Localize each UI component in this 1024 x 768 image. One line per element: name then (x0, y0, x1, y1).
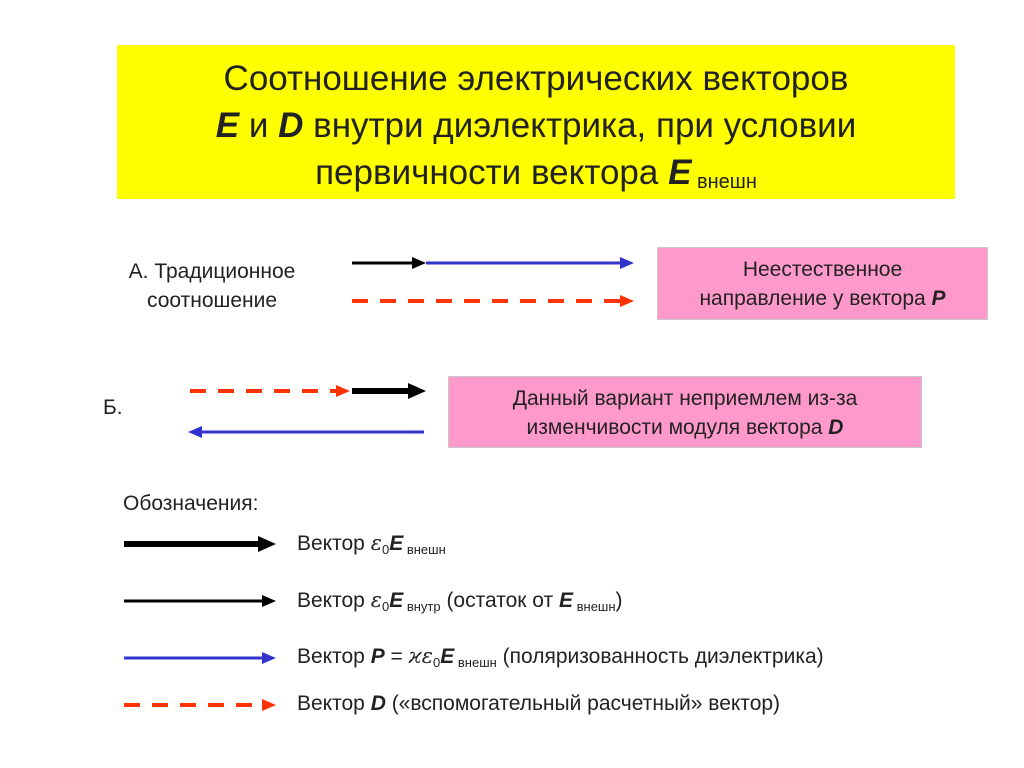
legend-item-3-eps: ε (421, 644, 434, 668)
section-b-note-line-2: изменчивости модуля вектора D (449, 413, 921, 442)
legend-arrow-p (124, 652, 276, 664)
title-line-2-rest: внутри диэлектрика, при условии (303, 106, 857, 145)
section-a-note-line-2: направление у вектора P (658, 284, 987, 313)
legend-item-2-suffix-e: E (558, 589, 573, 612)
section-a-p-arrow (426, 257, 634, 269)
legend-item-3-kappa: ϰ (408, 644, 422, 668)
section-b-p-arrow (188, 426, 424, 438)
legend-item-3-suffix: (поляризованность диэлектрика) (496, 645, 824, 668)
section-b-d-arrow (190, 385, 350, 397)
legend-arrow-d (124, 699, 276, 711)
legend-item-d: Вектор D («вспомогательный расчетный» ве… (297, 690, 780, 718)
legend-item-2-suffix-a: (остаток от (440, 589, 559, 612)
section-a-label: А. Традиционное соотношение (107, 257, 317, 315)
legend-item-1-eps: ε (370, 531, 382, 555)
legend-item-3-sub: внешн (454, 655, 497, 670)
title-line-1: Соотношение электрических векторов (223, 59, 849, 98)
legend-item-4-prefix: Вектор (297, 692, 371, 715)
legend-item-e-internal: Вектор ε0E внутр (остаток от E внешн) (297, 586, 623, 617)
title-e-symbol: E (215, 106, 240, 145)
legend-item-4-d: D (370, 692, 386, 715)
legend-item-3-e: E (440, 645, 455, 668)
legend-arrow-e-external (124, 536, 276, 552)
section-b-note-line-2-text: изменчивости модуля вектора (526, 416, 829, 439)
title-line-3-e: E (668, 153, 692, 192)
legend-item-3-eps-sub: 0 (433, 655, 441, 670)
section-a-note-line-1: Неестественное (742, 258, 903, 281)
section-b-label: Б. (103, 396, 123, 419)
section-b-note-line-1: Данный вариант неприемлем из-за (512, 387, 858, 410)
legend-item-2-suffix-sub: внешн (573, 599, 616, 614)
title-line-3: первичности вектора E внешн (117, 149, 955, 202)
legend-heading: Обозначения: (123, 492, 259, 515)
legend-item-1-prefix: Вектор (297, 532, 371, 555)
legend-item-2-sub: внутр (403, 599, 441, 614)
section-a-d-arrow (352, 295, 634, 307)
section-a-note-line-2-text: направление у вектора (699, 287, 932, 310)
legend-item-2-prefix: Вектор (297, 589, 371, 612)
section-a-note: Неестественное направление у вектора P (657, 247, 988, 320)
legend-item-p: Вектор P = ϰε0E внешн (поляризованность … (297, 642, 824, 673)
section-a-label-line-2: соотношение (146, 289, 278, 312)
legend-item-3-eq: = (384, 645, 409, 668)
legend-item-2-suffix-b: ) (615, 589, 623, 612)
title-line-2: E и D внутри диэлектрика, при условии (117, 102, 955, 149)
legend-item-e-external: Вектор ε0E внешн (297, 529, 446, 560)
title-and: и (239, 106, 279, 145)
legend-item-2-eps-sub: 0 (381, 599, 390, 614)
legend-arrow-e-internal (124, 595, 276, 607)
section-a-note-p-symbol: P (931, 287, 946, 310)
title-box: Соотношение электрических векторов E и D… (117, 45, 955, 199)
title-line-3-text: первичности вектора (315, 153, 669, 192)
title-d-symbol: D (278, 106, 304, 145)
title-line-3-sub: внешн (691, 171, 757, 193)
legend-item-1-e: E (389, 532, 404, 555)
section-a-e-internal-arrow (352, 257, 426, 269)
section-b-note: Данный вариант неприемлем из-за изменчив… (448, 376, 922, 448)
legend-item-1-eps-sub: 0 (381, 542, 390, 557)
section-b-e-external-arrow (352, 383, 426, 399)
legend-item-1-sub: внешн (403, 542, 446, 557)
legend-item-2-e: E (389, 589, 404, 612)
legend-item-3-p: P (370, 645, 385, 668)
legend-item-2-eps: ε (370, 588, 382, 612)
section-b-note-d-symbol: D (828, 416, 844, 439)
legend-item-4-suffix: («вспомогательный расчетный» вектор) (385, 692, 781, 715)
legend-item-3-prefix: Вектор (297, 645, 371, 668)
section-a-label-line-1: А. Традиционное (128, 260, 296, 283)
